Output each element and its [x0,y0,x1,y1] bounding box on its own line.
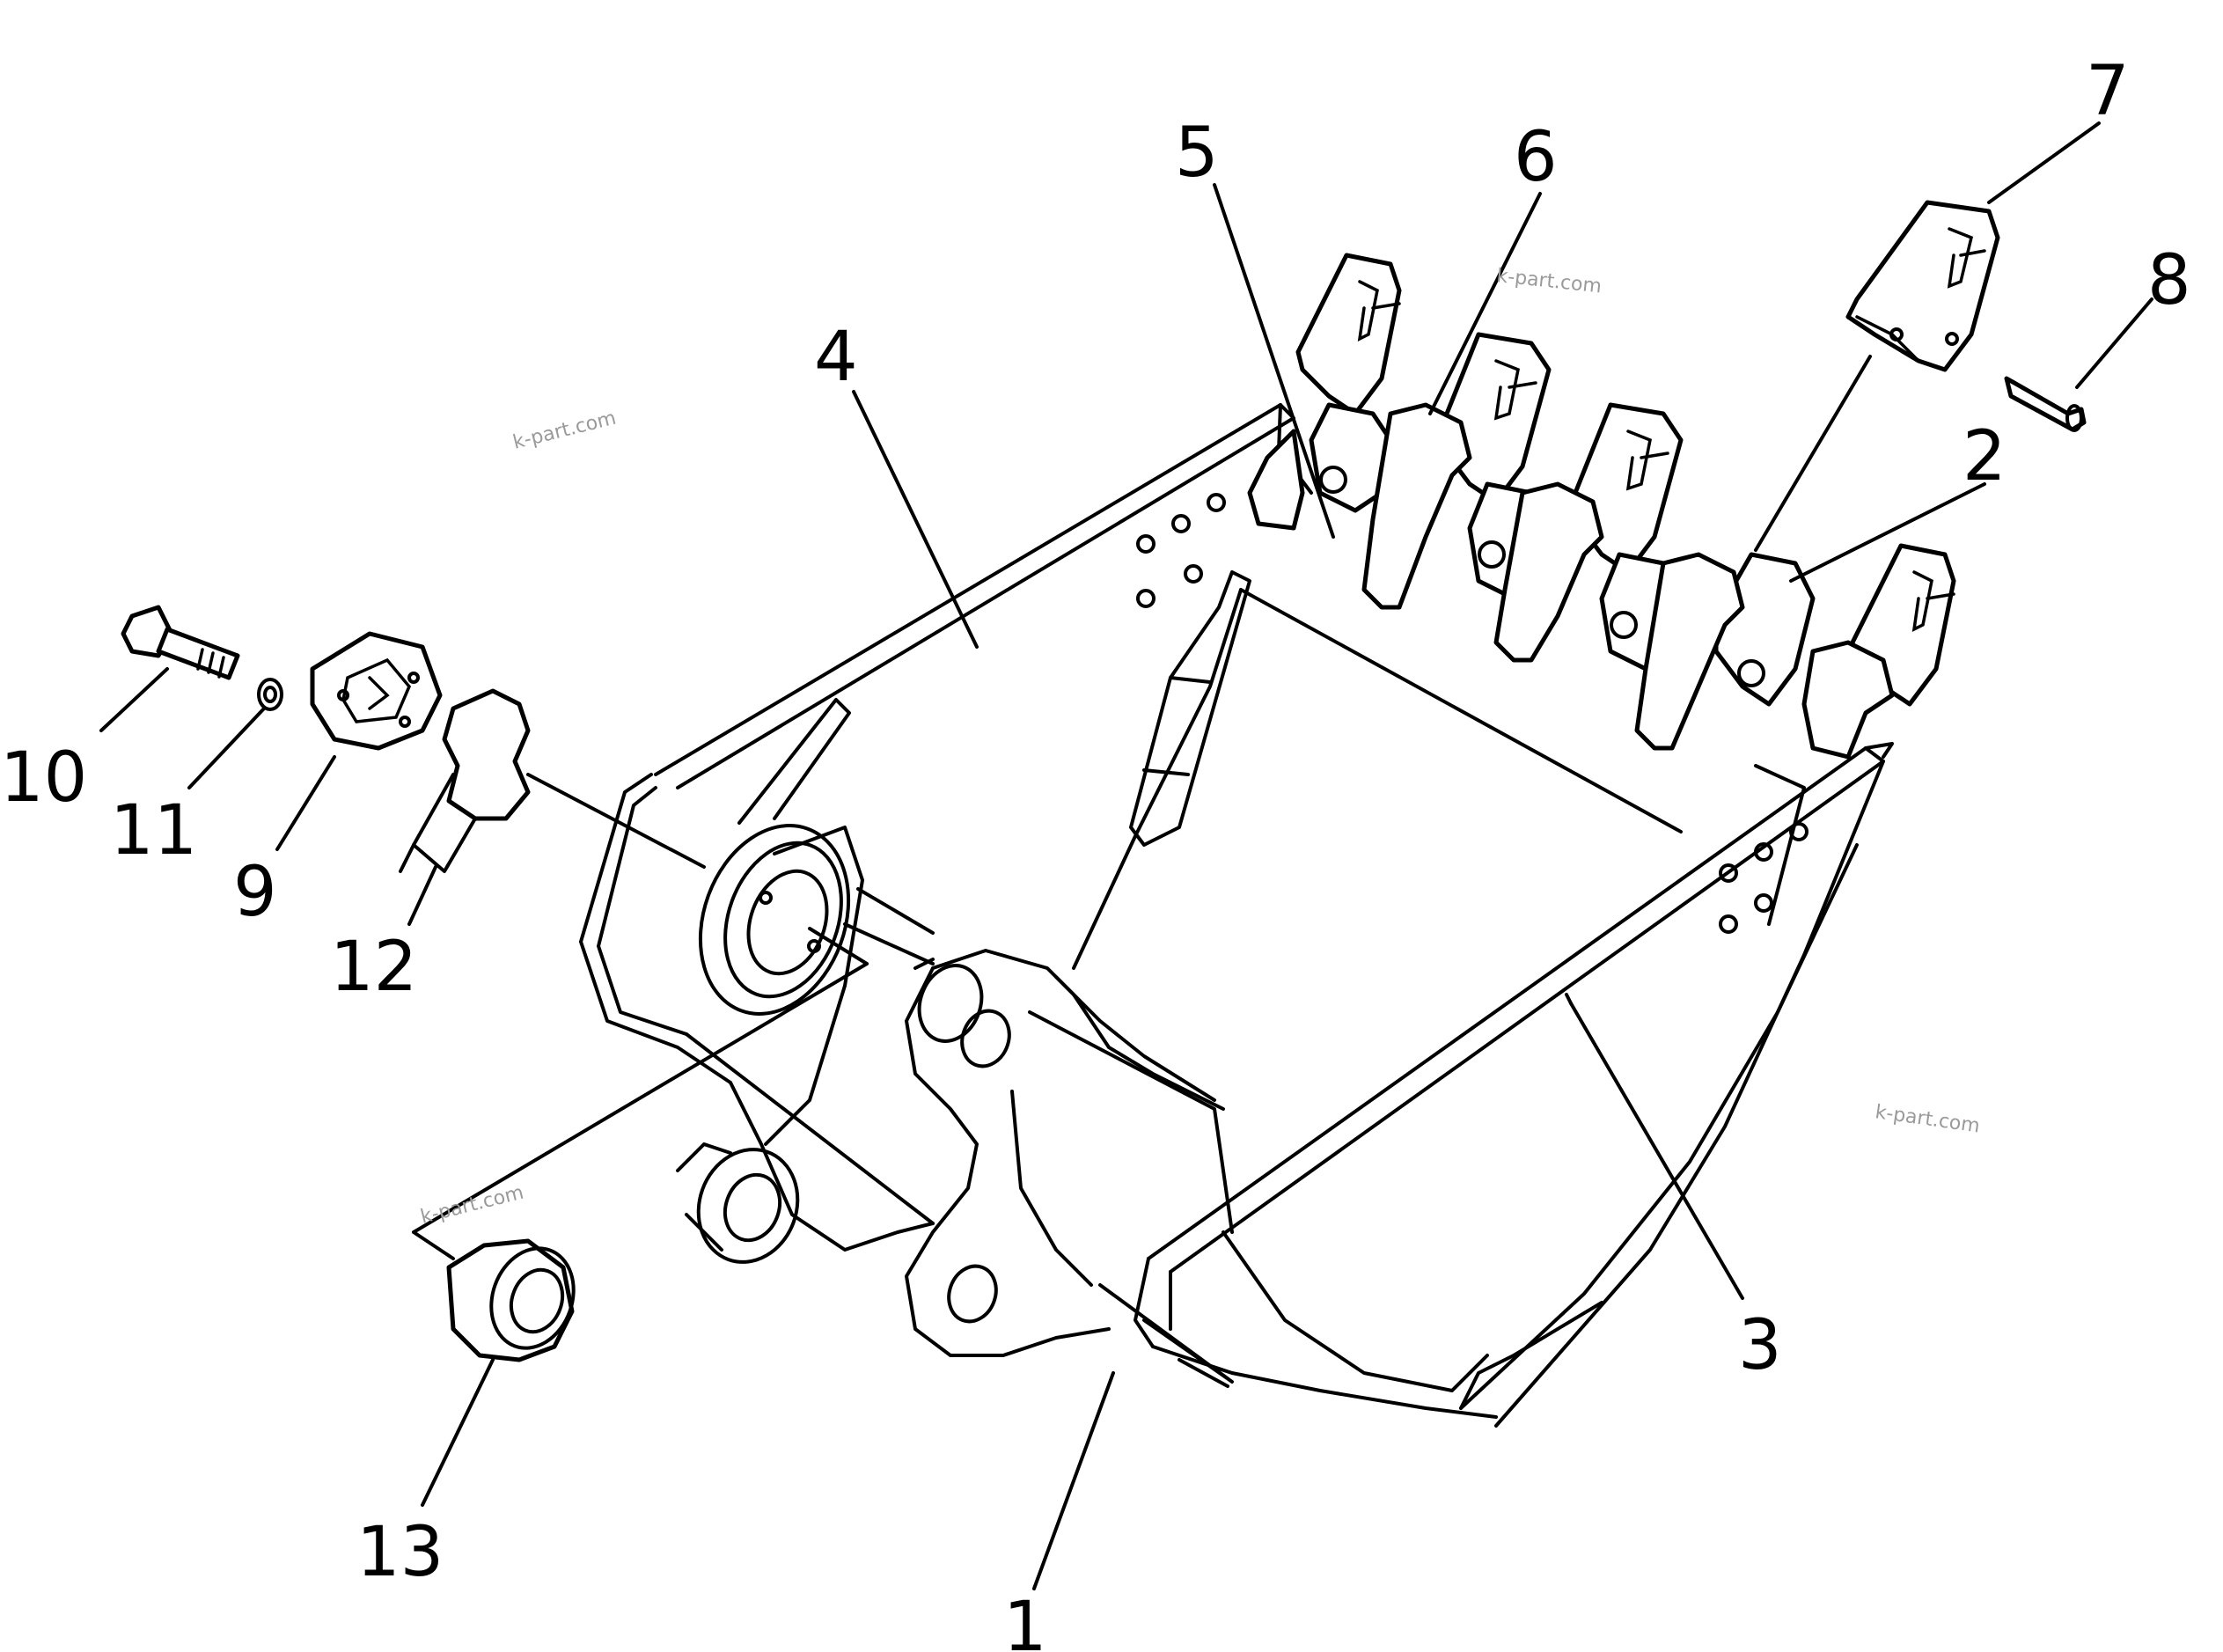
shim-part-12 [399,688,531,873]
loose-tooth-part-7 [1845,200,2000,372]
callout-13: 13 [356,1513,444,1592]
pin-part-8 [2004,376,2087,432]
boss-assembly [676,824,1234,1357]
watermark-text: k-part.com [418,1182,525,1229]
callout-10: 10 [0,738,87,818]
leader-lines [99,121,2153,1590]
plate-part-9 [310,631,443,751]
callout-5: 5 [1175,114,1219,193]
callout-3: 3 [1738,1306,1782,1385]
callout-2: 2 [1963,417,2007,496]
callout-labels: 1 2 3 4 5 6 7 8 9 10 11 12 13 [0,52,2191,1652]
watermark-text: k-part.com [510,407,618,454]
washer-part-11 [257,678,283,711]
callout-11: 11 [110,791,197,870]
watermark-text: k-part.com [1495,265,1603,297]
side-cutter-left [1129,570,1251,847]
callout-7: 7 [2086,52,2130,131]
watermarks: k-part.com k-part.com k-part.com k-part.… [418,265,1981,1229]
teeth-row [1247,253,1956,760]
callout-4: 4 [814,318,858,397]
bucket-body [579,403,1894,1428]
bolt-part-10 [121,605,240,680]
callout-1: 1 [1003,1588,1047,1652]
callout-8: 8 [2147,241,2191,320]
callout-12: 12 [330,928,417,1007]
callout-6: 6 [1514,118,1558,197]
callout-9: 9 [233,853,277,932]
watermark-text: k-part.com [1874,1101,1981,1137]
bushing-part-13 [446,1238,576,1362]
